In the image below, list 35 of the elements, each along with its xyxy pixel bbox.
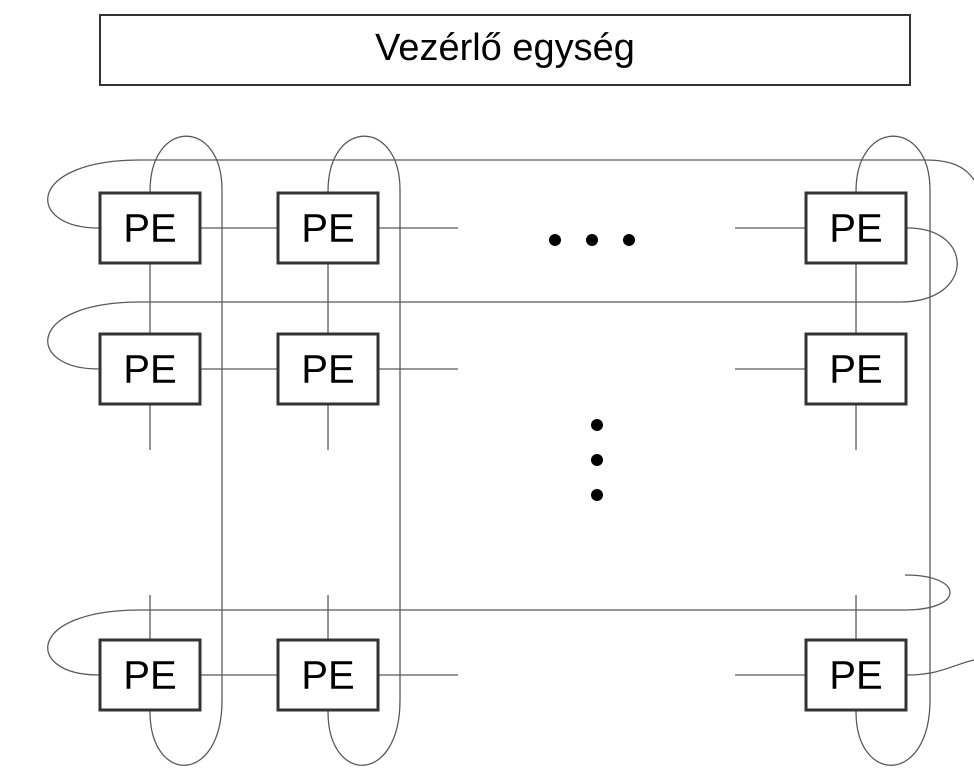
processing-element-box: PE <box>98 192 202 264</box>
connection-line <box>327 406 329 450</box>
connection-line <box>327 264 329 332</box>
connection-line <box>202 674 276 676</box>
connection-line <box>149 264 151 332</box>
connection-line <box>855 406 857 450</box>
processing-element-box: PE <box>276 332 380 406</box>
processing-element-box: PE <box>804 192 908 264</box>
connection-line <box>48 574 950 676</box>
processing-element-box: PE <box>276 638 380 712</box>
processing-element-box: PE <box>98 332 202 406</box>
connection-line <box>735 674 804 676</box>
connection-line <box>327 136 401 766</box>
connection-line <box>380 368 458 370</box>
connection-line <box>48 227 958 370</box>
connection-line <box>855 595 857 638</box>
connection-line <box>855 136 931 766</box>
connection-line <box>735 368 804 370</box>
connection-line <box>327 595 329 638</box>
connection-line <box>735 227 804 229</box>
connection-line <box>855 264 857 332</box>
processing-element-box: PE <box>804 332 908 406</box>
connection-line <box>380 227 458 229</box>
connection-line <box>380 674 458 676</box>
connection-line <box>202 368 276 370</box>
processing-element-box: PE <box>98 638 202 712</box>
connection-line <box>149 406 151 450</box>
processing-element-box: PE <box>276 192 380 264</box>
control-unit-box: Vezérlő egység <box>99 14 911 86</box>
connection-line <box>149 136 223 766</box>
connection-line <box>149 595 151 638</box>
processing-element-box: PE <box>804 638 908 712</box>
connection-line <box>202 227 276 229</box>
connection-line <box>907 659 974 676</box>
connection-line <box>48 159 974 229</box>
